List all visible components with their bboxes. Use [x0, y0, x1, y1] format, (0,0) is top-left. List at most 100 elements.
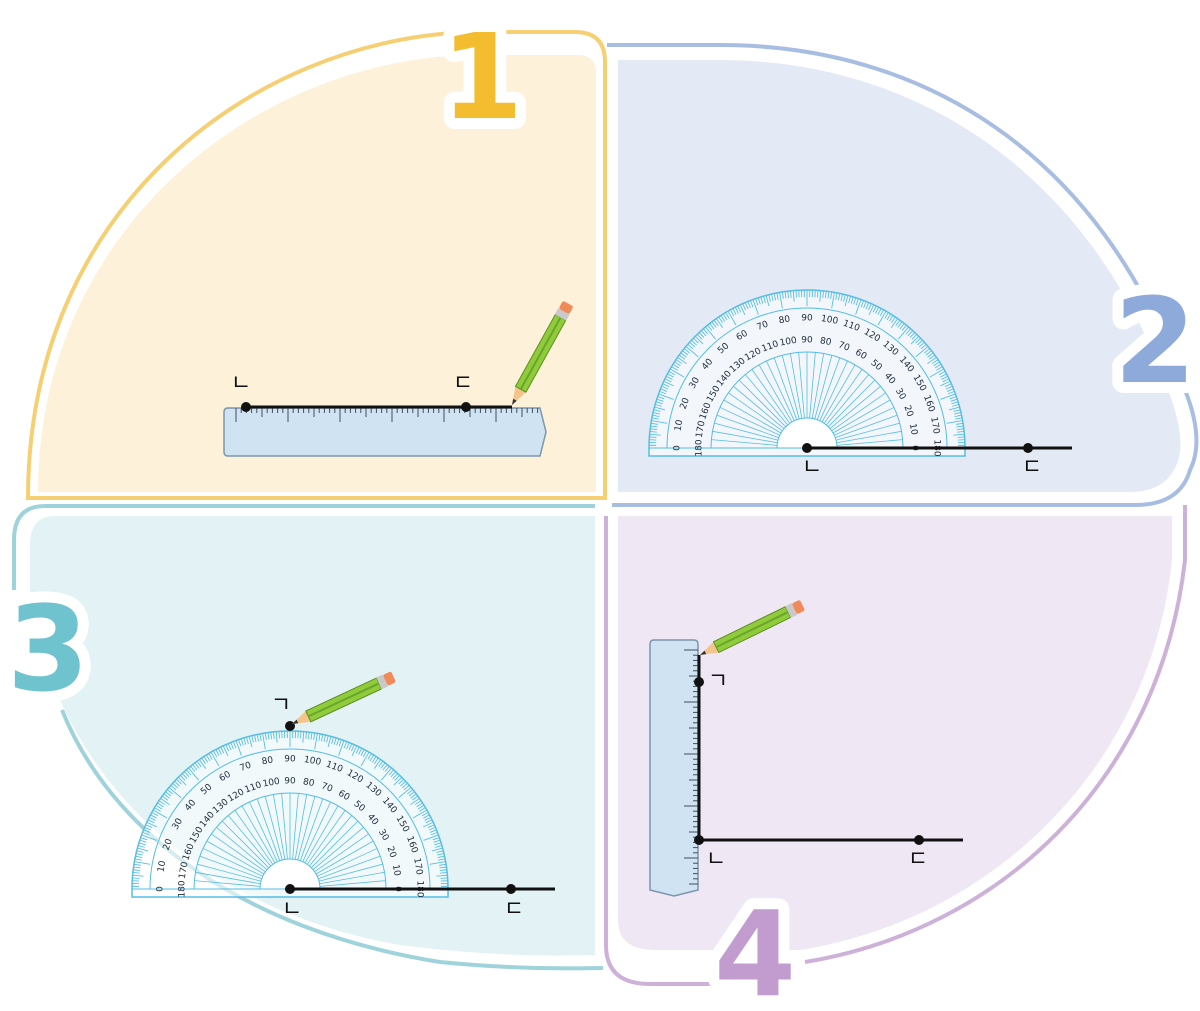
protractor-tick: [346, 742, 350, 750]
protractor-tick: [410, 798, 420, 806]
protractor-inner-label: 20: [901, 404, 914, 418]
protractor-tick: [262, 733, 266, 750]
protractor-radial-line: [318, 855, 381, 880]
protractor-tick: [951, 401, 959, 405]
protractor-tick: [713, 319, 719, 327]
protractor-tick: [380, 767, 392, 781]
protractor-tick: [953, 409, 961, 412]
label-n: ㄴ: [802, 455, 822, 480]
protractor-tick: [320, 734, 324, 742]
protractor-tick: [910, 335, 920, 345]
protractor-tick: [749, 300, 754, 308]
protractor-tick: [270, 732, 273, 740]
protractor-radial-line: [319, 880, 386, 887]
protractor-tick: [190, 765, 196, 772]
protractor-tick: [154, 807, 161, 812]
protractor-tick: [398, 787, 412, 799]
protractor-tick: [925, 350, 932, 356]
step-3-number-badge: 3 3: [0, 569, 100, 729]
protractor-tick: [956, 428, 964, 431]
protractor-tick: [431, 847, 443, 852]
protractor-tick: [439, 866, 447, 869]
protractor-tick: [259, 733, 262, 741]
protractor-radial-line: [814, 355, 833, 420]
protractor-tick: [338, 739, 342, 747]
protractor-tick: [685, 346, 699, 358]
point-d: [1023, 443, 1033, 453]
protractor-tick: [417, 804, 425, 810]
protractor-tick: [163, 793, 170, 799]
protractor-tick: [438, 858, 446, 861]
protractor-radial-line: [816, 357, 841, 420]
step-4-number-badge: 4 4: [703, 874, 807, 1011]
protractor-tick: [410, 793, 417, 799]
protractor-tick: [327, 736, 332, 748]
protractor-radial-line: [738, 379, 787, 428]
protractor-tick: [944, 383, 952, 387]
protractor-tick: [957, 431, 965, 433]
protractor-radial-line: [811, 353, 825, 419]
protractor-tick: [398, 778, 404, 785]
protractor-tick: [430, 831, 438, 836]
protractor-tick: [720, 315, 726, 322]
protractor-tick: [734, 307, 739, 314]
label-n: ㄴ: [282, 897, 302, 922]
protractor-tick: [792, 290, 795, 302]
protractor-tick: [351, 745, 358, 756]
protractor-tick: [890, 318, 898, 328]
protractor-tick: [868, 304, 875, 315]
protractor-tick: [693, 337, 699, 344]
protractor-tick: [860, 300, 865, 308]
protractor-tick: [940, 393, 956, 400]
protractor-tick: [877, 310, 887, 326]
protractor-outer-label: 20: [679, 396, 692, 410]
protractor-tick: [875, 307, 880, 314]
step-4-number: 4: [714, 885, 796, 1011]
step-3-number: 3: [7, 580, 89, 718]
protractor-tick: [652, 414, 660, 418]
step-1-number: 1: [441, 8, 523, 146]
protractor-tick: [850, 296, 854, 304]
protractor-tick: [915, 337, 921, 344]
protractor-tick: [408, 791, 415, 797]
protractor-tick: [727, 310, 737, 326]
protractor-radial-line: [221, 820, 270, 869]
protractor-tick: [953, 433, 965, 436]
protractor-radial-line: [766, 360, 795, 421]
svg-text:3: 3: [7, 580, 89, 718]
protractor-tick: [933, 361, 940, 367]
protractor-tick: [392, 773, 399, 779]
point-n: [241, 402, 251, 412]
protractor-tick: [747, 301, 751, 309]
step-3-outline: [12, 504, 604, 971]
protractor-tick: [718, 316, 723, 324]
protractor-tick: [891, 316, 896, 324]
protractor-tick: [440, 872, 448, 874]
protractor-tick: [423, 821, 434, 828]
protractor-tick: [179, 775, 186, 781]
protractor-tick: [174, 780, 180, 787]
protractor-tick: [362, 750, 367, 758]
protractor-tick: [227, 743, 232, 751]
protractor-tick: [954, 412, 962, 415]
protractor-tick: [703, 328, 709, 335]
protractor-radial-line: [318, 863, 383, 882]
protractor-tick: [650, 428, 658, 431]
protractor-outer-label: 100: [303, 755, 322, 768]
protractor-tick: [213, 750, 218, 758]
step-4-background: [618, 516, 1172, 950]
protractor-tick: [142, 831, 150, 836]
protractor-tick: [824, 291, 827, 299]
protractor-tick: [722, 313, 728, 321]
protractor-tick: [393, 776, 403, 786]
protractor-tick: [911, 334, 918, 340]
protractor-radial-line: [256, 798, 281, 861]
pencil-icon: [292, 671, 396, 724]
protractor-tick: [367, 753, 372, 760]
protractor-radial-line: [723, 399, 782, 434]
protractor-tick: [675, 359, 683, 364]
protractor-radial-line: [835, 422, 900, 441]
protractor-tick: [177, 776, 187, 786]
